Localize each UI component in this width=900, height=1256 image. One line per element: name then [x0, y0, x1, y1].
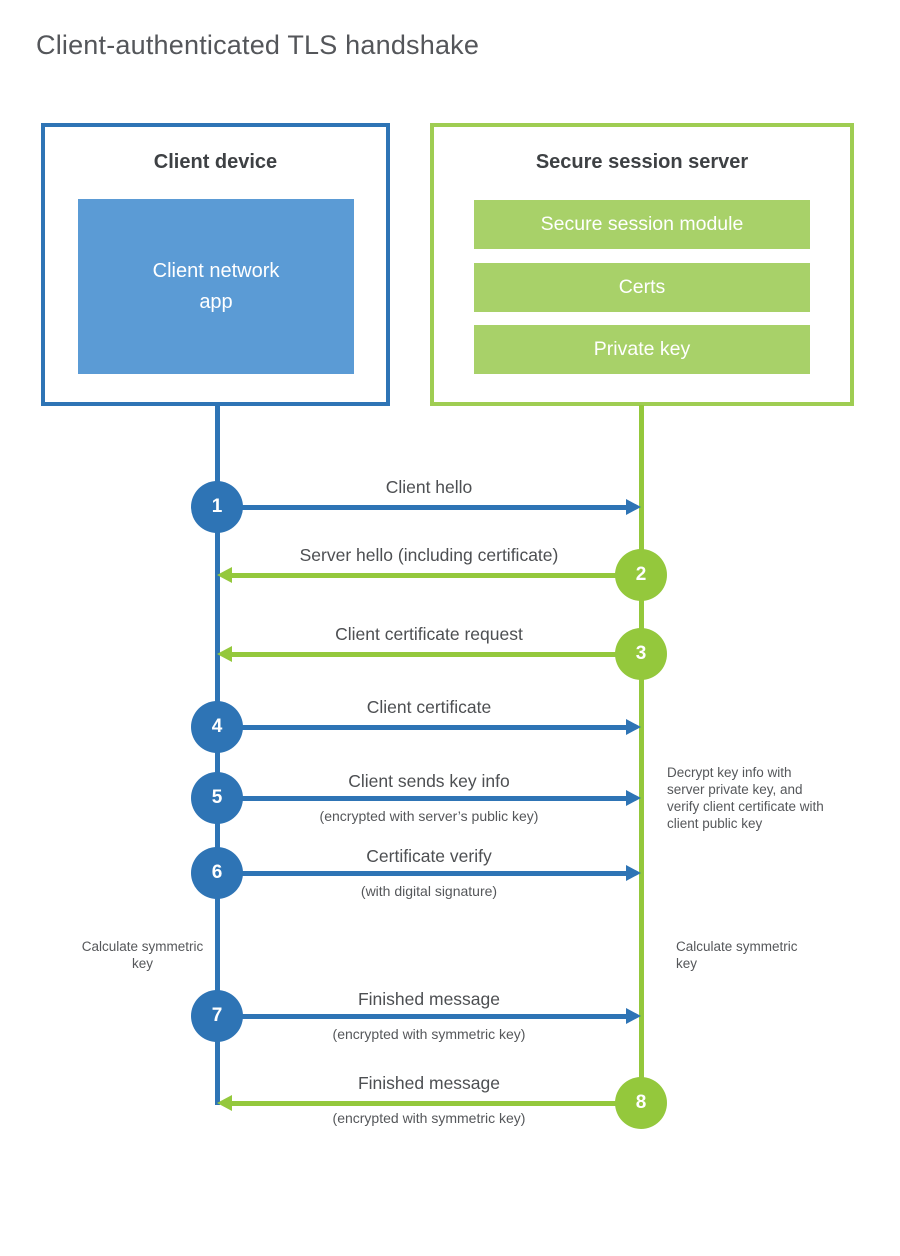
- server-lifeline: [638, 405, 644, 1103]
- step-5-subtext: (encrypted with server’s public key): [319, 808, 539, 824]
- step-5-label: Client sends key info: [348, 771, 510, 791]
- arrow-left-icon: [217, 646, 232, 662]
- step-5-badge: 5: [191, 772, 243, 824]
- arrow-right-icon: [626, 1008, 641, 1024]
- step-6-arrow-line: [219, 870, 626, 876]
- step-8-label: Finished message: [357, 1073, 501, 1093]
- arrow-right-icon: [626, 865, 641, 881]
- step-6-subtext: (with digital signature): [360, 883, 498, 899]
- step-1-label: Client hello: [385, 477, 473, 497]
- server-decrypt-note: Decrypt key info with server private key…: [667, 765, 824, 831]
- step-1-arrow-line: [219, 504, 626, 510]
- step-1-badge: 1: [191, 481, 243, 533]
- server-module-secure-session: Secure session module: [474, 200, 810, 249]
- step-2-badge: 2: [615, 549, 667, 601]
- client-lifeline: [214, 405, 220, 1105]
- server-calculate-key-note: Calculate symmetric key: [676, 939, 798, 971]
- arrow-left-icon: [217, 567, 232, 583]
- arrow-right-icon: [626, 499, 641, 515]
- step-2-arrow-line: [232, 572, 641, 578]
- step-3-label: Client certificate request: [335, 624, 523, 644]
- step-4-arrow-line: [219, 724, 626, 730]
- server-module-label: Secure session module: [540, 213, 744, 235]
- step-5-arrow-line: [219, 795, 626, 801]
- step-2-label: Server hello (including certificate): [299, 545, 559, 565]
- server-module-label: Private key: [593, 338, 691, 360]
- client-network-app-box: Client network app: [78, 199, 354, 374]
- step-6-badge: 6: [191, 847, 243, 899]
- page-title: Client-authenticated TLS handshake: [36, 30, 480, 60]
- step-7-arrow-line: [219, 1013, 626, 1019]
- secure-session-server-title: Secure session server: [535, 151, 749, 173]
- arrow-left-icon: [217, 1095, 232, 1111]
- step-7-label: Finished message: [357, 989, 501, 1009]
- step-4-badge: 4: [191, 701, 243, 753]
- client-calculate-key-note: Calculate symmetric key: [81, 939, 204, 971]
- step-4-label: Client certificate: [366, 697, 492, 717]
- step-3-arrow-line: [232, 651, 641, 657]
- step-8-badge: 8: [615, 1077, 667, 1129]
- step-8-subtext: (encrypted with symmetric key): [332, 1110, 526, 1126]
- step-3-badge: 3: [615, 628, 667, 680]
- client-device-title: Client device: [153, 151, 278, 173]
- client-network-app-label: Client network app: [152, 259, 280, 313]
- step-8-arrow-line: [232, 1100, 641, 1106]
- step-7-subtext: (encrypted with symmetric key): [332, 1026, 526, 1042]
- server-module-certs: Certs: [474, 263, 810, 312]
- arrow-right-icon: [626, 719, 641, 735]
- step-7-badge: 7: [191, 990, 243, 1042]
- server-module-label: Certs: [618, 276, 666, 298]
- arrow-right-icon: [626, 790, 641, 806]
- step-6-label: Certificate verify: [366, 846, 492, 866]
- server-module-private-key: Private key: [474, 325, 810, 374]
